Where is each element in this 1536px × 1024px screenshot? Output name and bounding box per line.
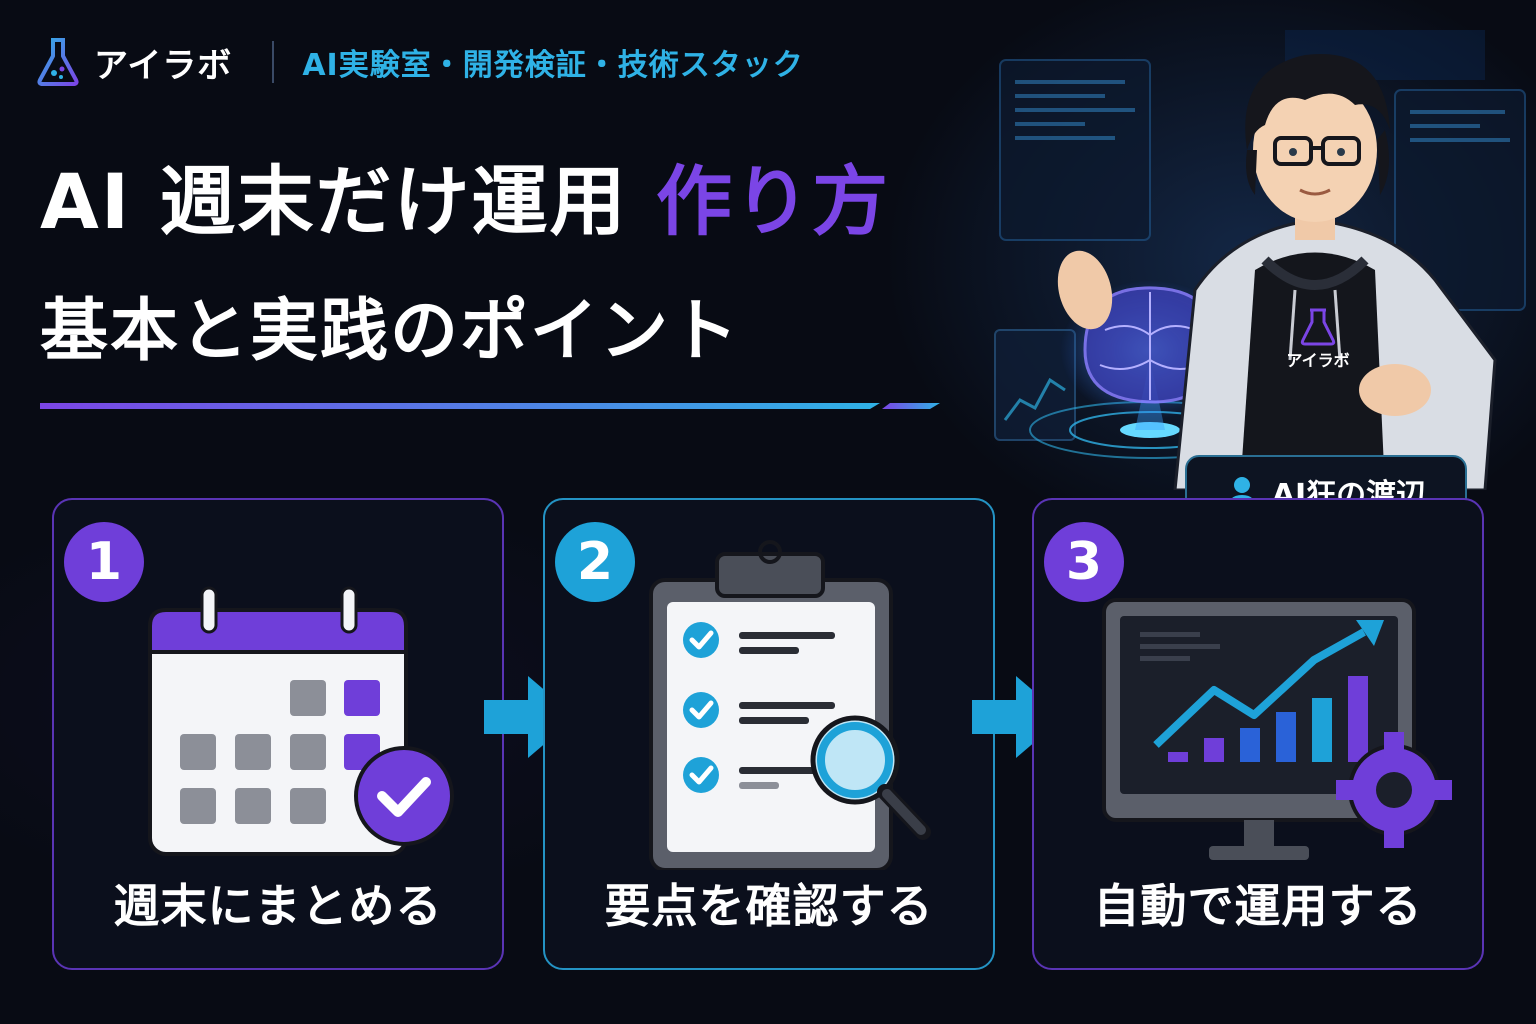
brand-name: アイラボ <box>94 45 233 86</box>
header-divider <box>272 41 275 83</box>
arrow-right-icon <box>972 676 1064 758</box>
calendar-check-icon <box>148 586 454 856</box>
step-number-badge: 3 <box>1044 522 1124 602</box>
step-card-3: 3 自動で運用する <box>1032 498 1484 970</box>
step-label: 週末にまとめる <box>113 879 443 933</box>
hero-illustration: アイラボ <box>994 30 1526 490</box>
step-card-1: 1 週末にまとめる <box>52 498 504 970</box>
flask-logo-icon <box>37 38 79 86</box>
arrow-right-icon <box>484 676 576 758</box>
shirt-logo: アイラボ <box>1286 308 1350 370</box>
shirt-logo-text: アイラボ <box>1286 351 1349 370</box>
step-card-2: 2 要点を確認する <box>543 498 995 970</box>
step-number-badge: 2 <box>555 522 635 602</box>
header-tagline: AI実験室・開発検証・技術スタック <box>302 48 804 83</box>
step-label: 自動で運用する <box>1093 879 1423 933</box>
header: アイラボ AI実験室・開発検証・技術スタック <box>34 34 804 90</box>
clipboard-search-icon <box>649 540 931 870</box>
title-main: AI 週末だけ運用 <box>40 157 628 246</box>
page-title: AI 週末だけ運用 作り方 <box>40 140 890 250</box>
title-underline <box>40 403 940 409</box>
title-accent: 作り方 <box>656 157 891 246</box>
gear-icon <box>1336 732 1452 848</box>
step-number-badge: 1 <box>64 522 144 602</box>
page-subtitle: 基本と実践のポイント <box>40 292 741 371</box>
step-label: 要点を確認する <box>604 879 934 933</box>
monitor-chart-gear-icon <box>1102 598 1452 860</box>
